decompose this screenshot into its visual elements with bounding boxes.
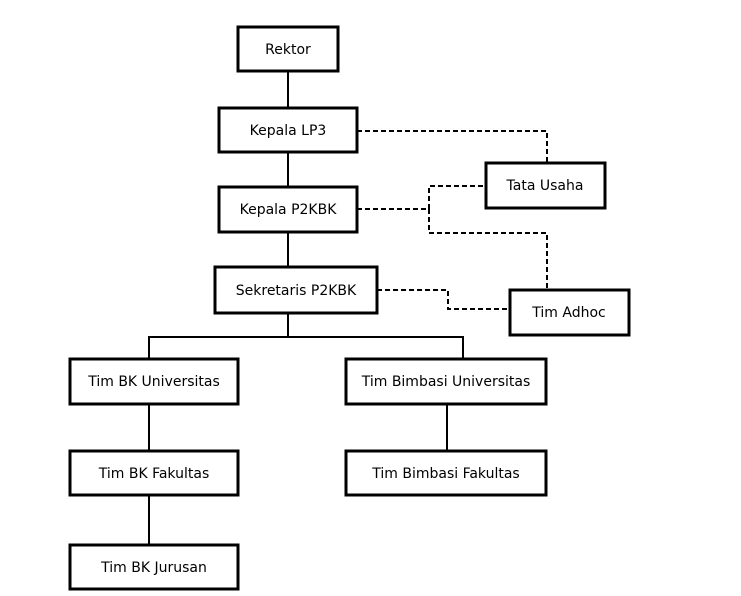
node-tim-bimbasi-universitas: Tim Bimbasi Universitas xyxy=(344,357,548,406)
node-kepala-lp3: Kepala LP3 xyxy=(217,106,359,154)
node-label: Kepala P2KBK xyxy=(240,202,338,218)
node-label: Tim Bimbasi Fakultas xyxy=(371,466,519,482)
node-label: Tim Bimbasi Universitas xyxy=(361,374,531,390)
node-label: Tim Adhoc xyxy=(531,305,605,321)
edge-kepala-p2kbk-tata-usaha xyxy=(357,185,486,210)
node-label: Rektor xyxy=(265,42,311,58)
node-label: Tim BK Universitas xyxy=(87,374,220,390)
edge-kepala-p2kbk-tim-adhoc xyxy=(428,209,548,290)
node-kepala-p2kbk: Kepala P2KBK xyxy=(217,185,359,234)
node-tim-bk-jurusan: Tim BK Jurusan xyxy=(68,543,240,591)
node-label: Kepala LP3 xyxy=(250,123,327,139)
node-tim-adhoc: Tim Adhoc xyxy=(508,288,631,337)
node-tim-bk-fakultas: Tim BK Fakultas xyxy=(68,449,240,497)
node-sekretaris-p2kbk: Sekretaris P2KBK xyxy=(213,265,379,315)
node-label: Tata Usaha xyxy=(506,178,584,194)
node-label: Tim BK Fakultas xyxy=(98,466,209,482)
edge-sekretaris-tim-bimbasi-universitas xyxy=(288,336,464,359)
node-rektor: Rektor xyxy=(236,25,340,73)
node-tim-bk-universitas: Tim BK Universitas xyxy=(68,357,240,406)
node-label: Sekretaris P2KBK xyxy=(236,283,357,299)
node-tata-usaha: Tata Usaha xyxy=(484,161,607,210)
edge-sekretaris-tim-bk-universitas xyxy=(148,313,289,359)
edge-kepala-lp3-tata-usaha xyxy=(357,130,548,163)
edge-sekretaris-tim-adhoc xyxy=(377,289,510,310)
node-tim-bimbasi-fakultas: Tim Bimbasi Fakultas xyxy=(344,449,548,497)
node-label: Tim BK Jurusan xyxy=(100,560,207,576)
connector-lines xyxy=(148,71,548,545)
